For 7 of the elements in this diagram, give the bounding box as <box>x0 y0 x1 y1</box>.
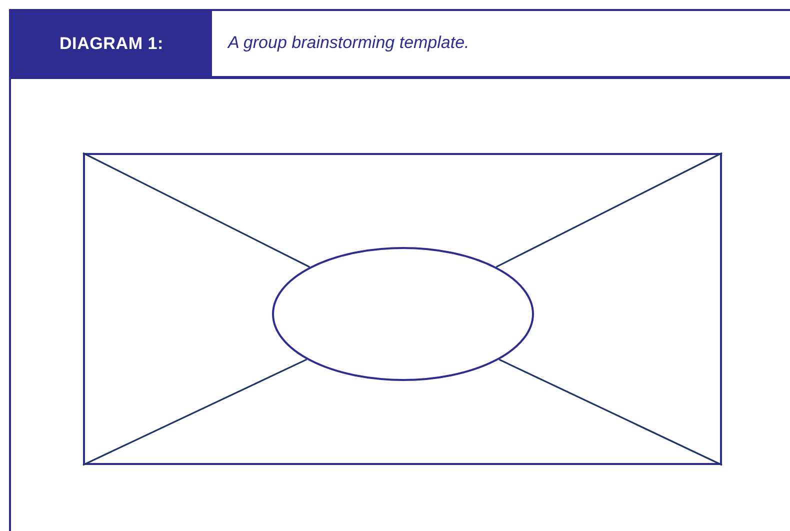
connector-line <box>498 358 722 466</box>
connector-line <box>82 152 310 268</box>
diagram-title: DIAGRAM 1: <box>11 11 212 77</box>
connector-line <box>496 152 722 268</box>
connector-line <box>82 358 308 466</box>
outer-rectangle <box>83 153 722 465</box>
diagram-caption: A group brainstorming template. <box>228 33 470 53</box>
